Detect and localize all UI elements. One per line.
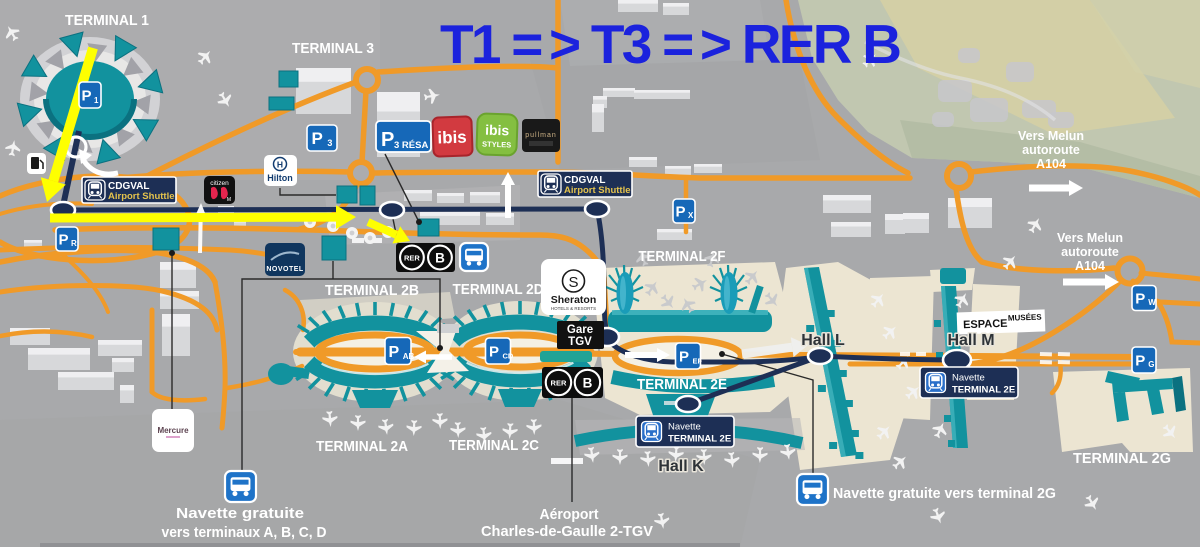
svg-text:P: P [81, 87, 91, 104]
svg-text:HOTELS & RESORTS: HOTELS & RESORTS [551, 306, 596, 311]
svg-text:R: R [71, 239, 77, 248]
svg-text:Airport Shuttle: Airport Shuttle [108, 191, 175, 202]
svg-text:P: P [1135, 352, 1145, 369]
svg-text:citizen: citizen [210, 180, 229, 187]
svg-text:Hilton: Hilton [267, 173, 293, 183]
svg-text:TERMINAL 2D: TERMINAL 2D [453, 282, 544, 298]
svg-text:Sheraton: Sheraton [551, 294, 597, 306]
svg-text:CD: CD [503, 352, 514, 361]
svg-text:P: P [381, 129, 394, 151]
svg-text:A104: A104 [1075, 259, 1105, 273]
svg-text:TERMINAL 2A: TERMINAL 2A [316, 438, 408, 455]
svg-text:TERMINAL 2G: TERMINAL 2G [1073, 450, 1171, 467]
svg-text:P: P [388, 344, 399, 361]
svg-text:pullman: pullman [525, 132, 557, 139]
svg-text:CDGVAL: CDGVAL [564, 175, 605, 186]
svg-text:Aéroport: Aéroport [540, 506, 599, 523]
svg-text:TERMINAL 2E: TERMINAL 2E [952, 385, 1015, 396]
svg-text:Vers Melun: Vers Melun [1018, 129, 1084, 143]
svg-text:1: 1 [94, 96, 99, 105]
svg-text:RER: RER [404, 253, 420, 262]
svg-text:ibis: ibis [437, 127, 467, 147]
svg-text:autoroute: autoroute [1061, 245, 1119, 259]
svg-text:TGV: TGV [568, 336, 592, 348]
svg-text:ibis: ibis [485, 122, 510, 139]
svg-text:P: P [675, 203, 685, 220]
svg-text:B: B [435, 250, 445, 265]
svg-text:Charles-de-Gaulle 2-TGV: Charles-de-Gaulle 2-TGV [481, 523, 653, 540]
svg-text:TERMINAL 2B: TERMINAL 2B [325, 283, 419, 299]
svg-text:3: 3 [327, 138, 332, 148]
svg-text:MUSÉES: MUSÉES [1008, 313, 1043, 323]
svg-text:CDGVAL: CDGVAL [108, 181, 149, 192]
svg-text:EF: EF [693, 357, 703, 366]
svg-text:P: P [679, 348, 689, 365]
svg-text:ESPACE: ESPACE [963, 318, 1008, 332]
svg-text:3 RÉSA: 3 RÉSA [394, 140, 428, 151]
svg-text:P: P [58, 231, 68, 248]
svg-text:Gare: Gare [567, 324, 593, 336]
svg-text:TERMINAL 1: TERMINAL 1 [65, 13, 149, 29]
svg-text:S: S [568, 274, 578, 291]
svg-text:X: X [688, 211, 694, 220]
svg-text:Navette gratuite: Navette gratuite [176, 505, 304, 522]
svg-text:STYLES: STYLES [482, 139, 511, 149]
svg-text:autoroute: autoroute [1022, 143, 1080, 157]
svg-text:Hall K: Hall K [658, 458, 704, 475]
svg-text:H: H [277, 160, 283, 170]
svg-text:T1 = > T3 = > RER B: T1 = > T3 = > RER B [440, 13, 902, 75]
svg-text:Hall L: Hall L [801, 332, 845, 349]
svg-text:W: W [1148, 298, 1156, 307]
svg-text:Navette: Navette [668, 422, 701, 433]
svg-text:Mercure: Mercure [157, 426, 189, 435]
svg-text:A104: A104 [1036, 157, 1066, 171]
svg-text:TERMINAL 2E: TERMINAL 2E [668, 434, 731, 445]
svg-text:B: B [583, 375, 593, 390]
svg-text:P: P [312, 129, 323, 148]
svg-text:M: M [227, 197, 231, 203]
svg-text:Vers Melun: Vers Melun [1057, 231, 1123, 245]
svg-text:AB: AB [403, 352, 415, 361]
svg-text:NOVOTEL: NOVOTEL [266, 266, 304, 273]
svg-text:G: G [1148, 360, 1154, 369]
svg-text:TERMINAL 3: TERMINAL 3 [292, 41, 374, 57]
svg-text:Airport Shuttle: Airport Shuttle [564, 185, 631, 196]
svg-text:RER: RER [551, 378, 567, 387]
svg-text:TERMINAL 2F: TERMINAL 2F [639, 249, 726, 265]
svg-text:TERMINAL 2C: TERMINAL 2C [449, 437, 539, 454]
svg-text:vers terminaux A, B, C, D: vers terminaux A, B, C, D [162, 524, 327, 541]
svg-text:TERMINAL 2E: TERMINAL 2E [637, 377, 727, 393]
svg-text:Navette: Navette [952, 373, 985, 384]
svg-text:Hall M: Hall M [947, 332, 994, 349]
svg-text:P: P [489, 343, 499, 360]
svg-text:Navette gratuite vers terminal: Navette gratuite vers terminal 2G [833, 485, 1056, 502]
svg-text:P: P [1135, 290, 1145, 307]
